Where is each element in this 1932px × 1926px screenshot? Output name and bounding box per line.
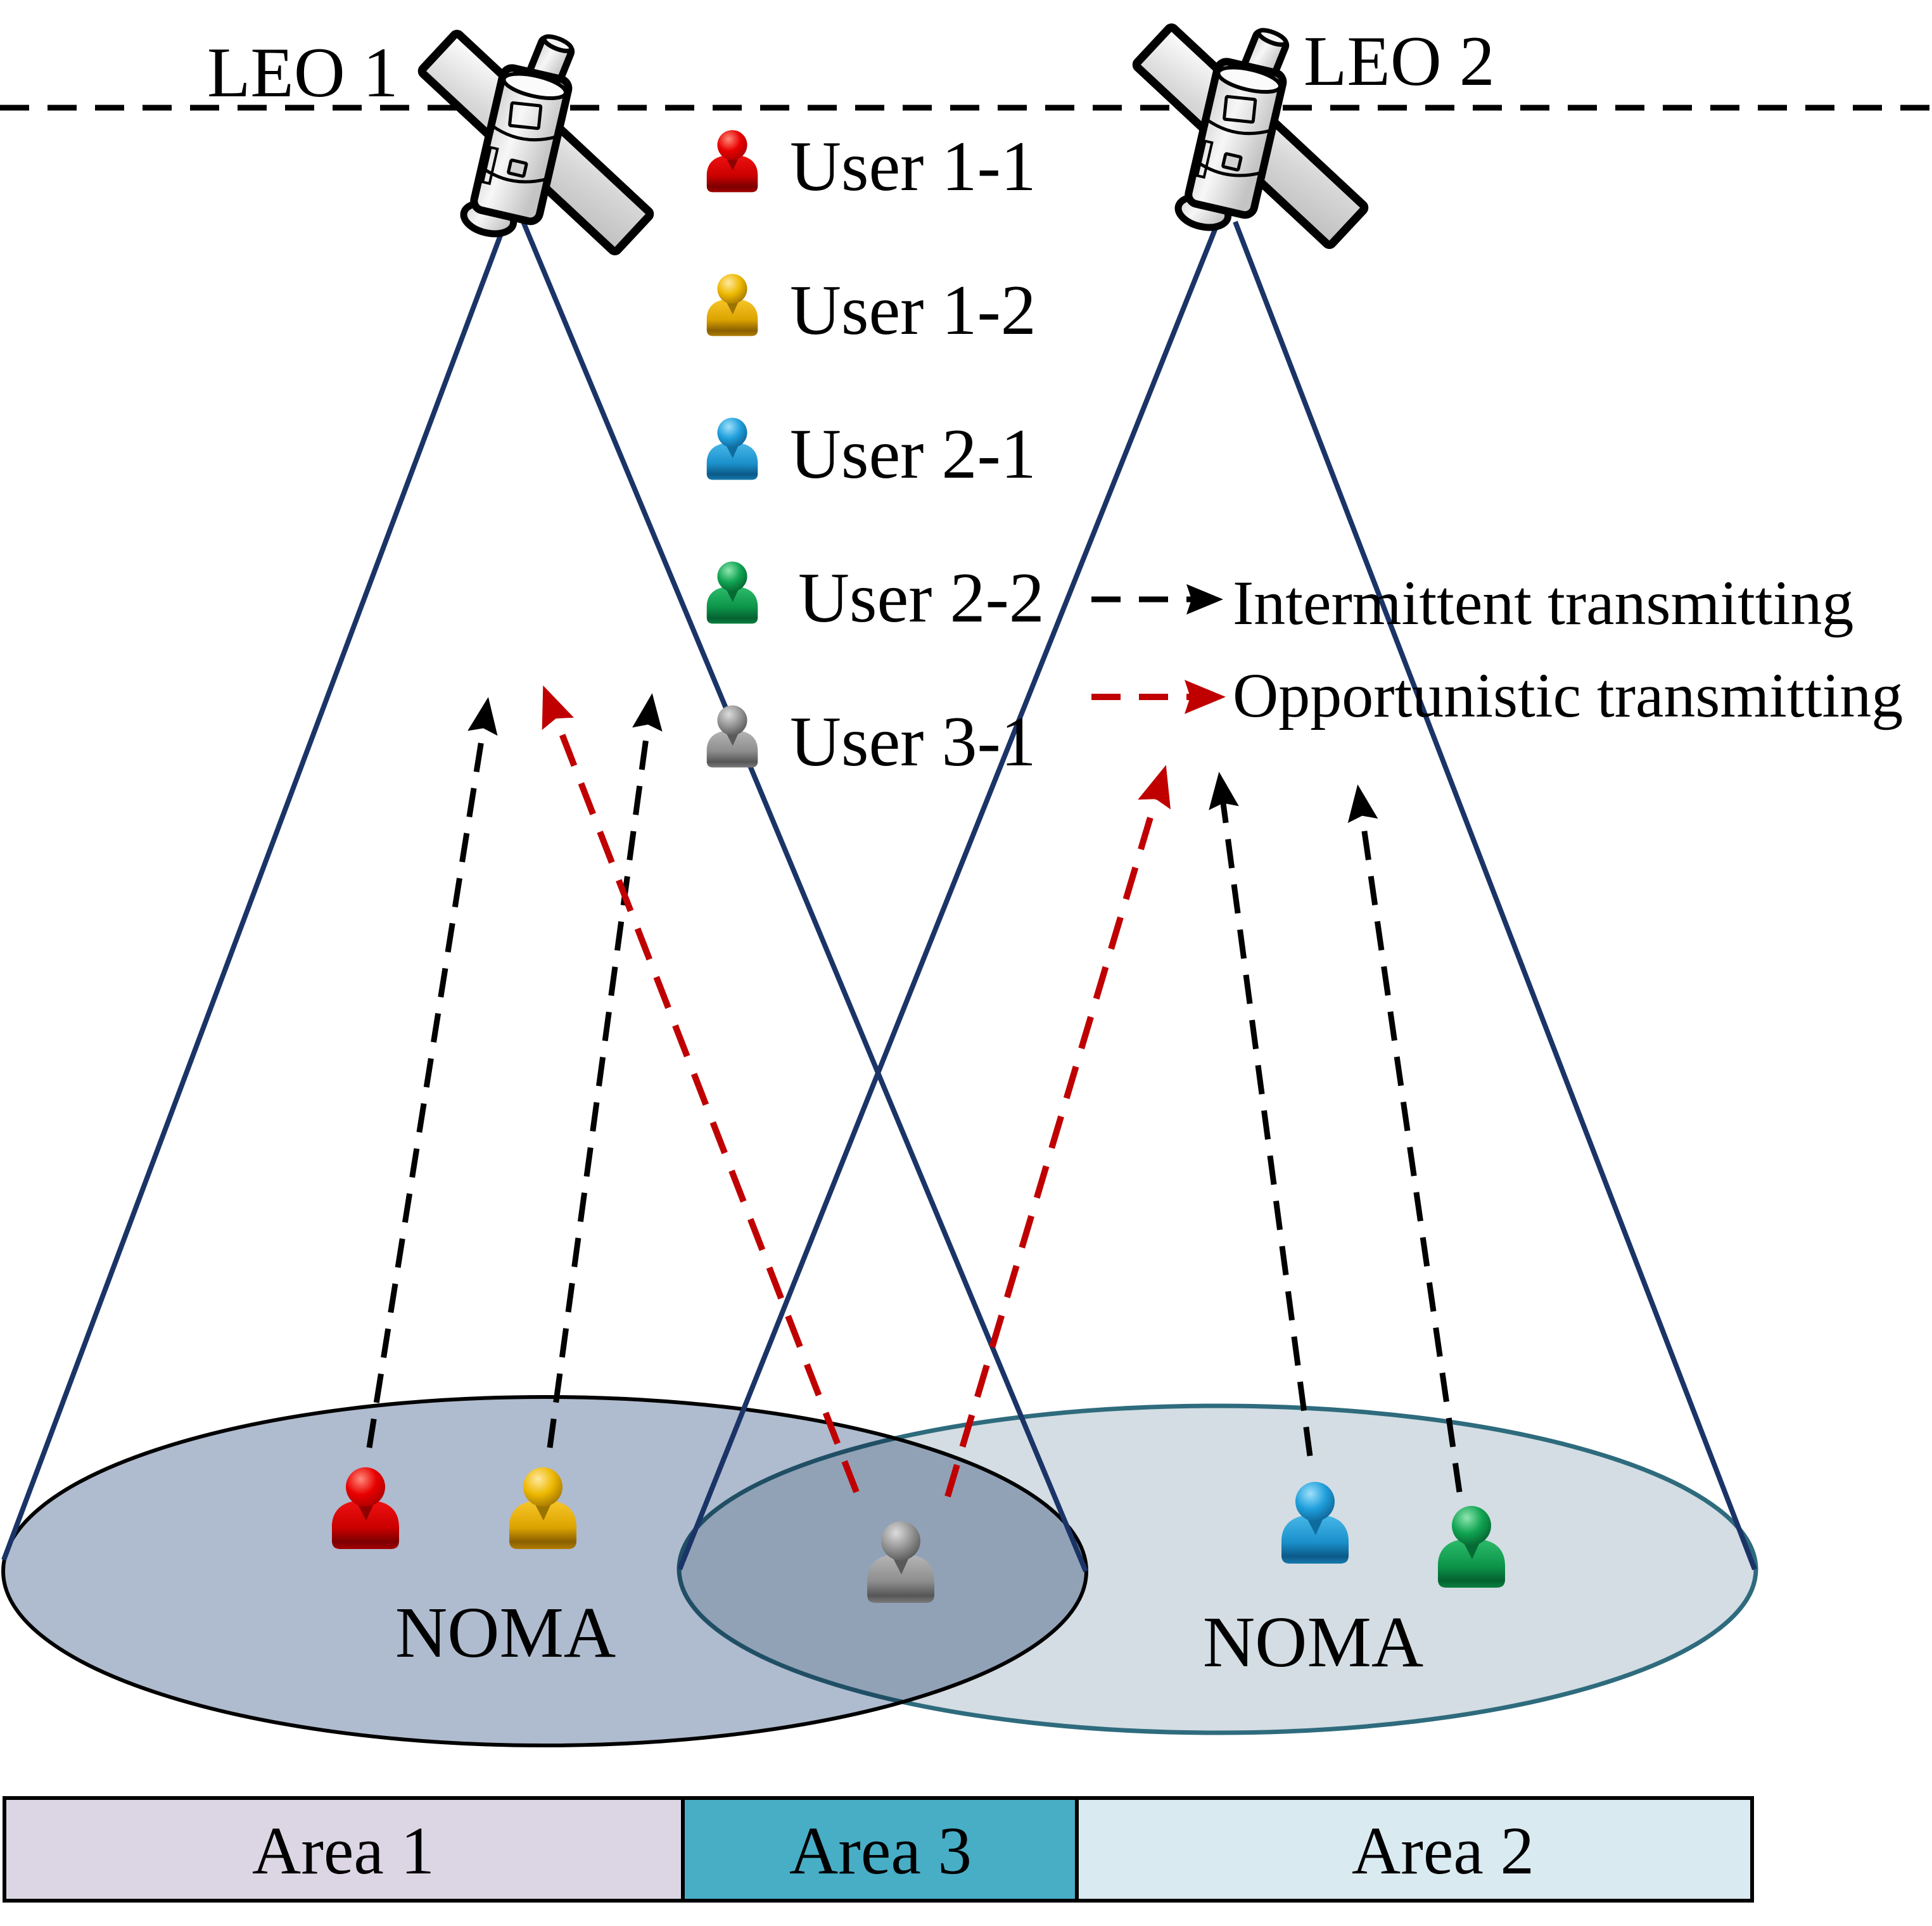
svg-text:Opportunistic transmitting: Opportunistic transmitting — [1233, 660, 1903, 730]
svg-text:LEO 1: LEO 1 — [207, 34, 398, 112]
svg-text:Area 2: Area 2 — [1352, 1814, 1534, 1889]
svg-text:User 3-1: User 3-1 — [790, 703, 1036, 781]
svg-text:LEO 2: LEO 2 — [1304, 22, 1495, 101]
svg-text:NOMA: NOMA — [1203, 1602, 1423, 1682]
svg-text:User 2-2: User 2-2 — [798, 559, 1045, 637]
svg-text:Area 1: Area 1 — [252, 1814, 435, 1889]
svg-text:User 2-1: User 2-1 — [790, 415, 1036, 494]
svg-text:Intermittent transmitting: Intermittent transmitting — [1233, 568, 1853, 638]
svg-text:NOMA: NOMA — [395, 1592, 616, 1673]
svg-text:User 1-2: User 1-2 — [790, 271, 1036, 350]
svg-text:Area 3: Area 3 — [789, 1814, 972, 1889]
svg-text:User 1-1: User 1-1 — [790, 127, 1036, 206]
